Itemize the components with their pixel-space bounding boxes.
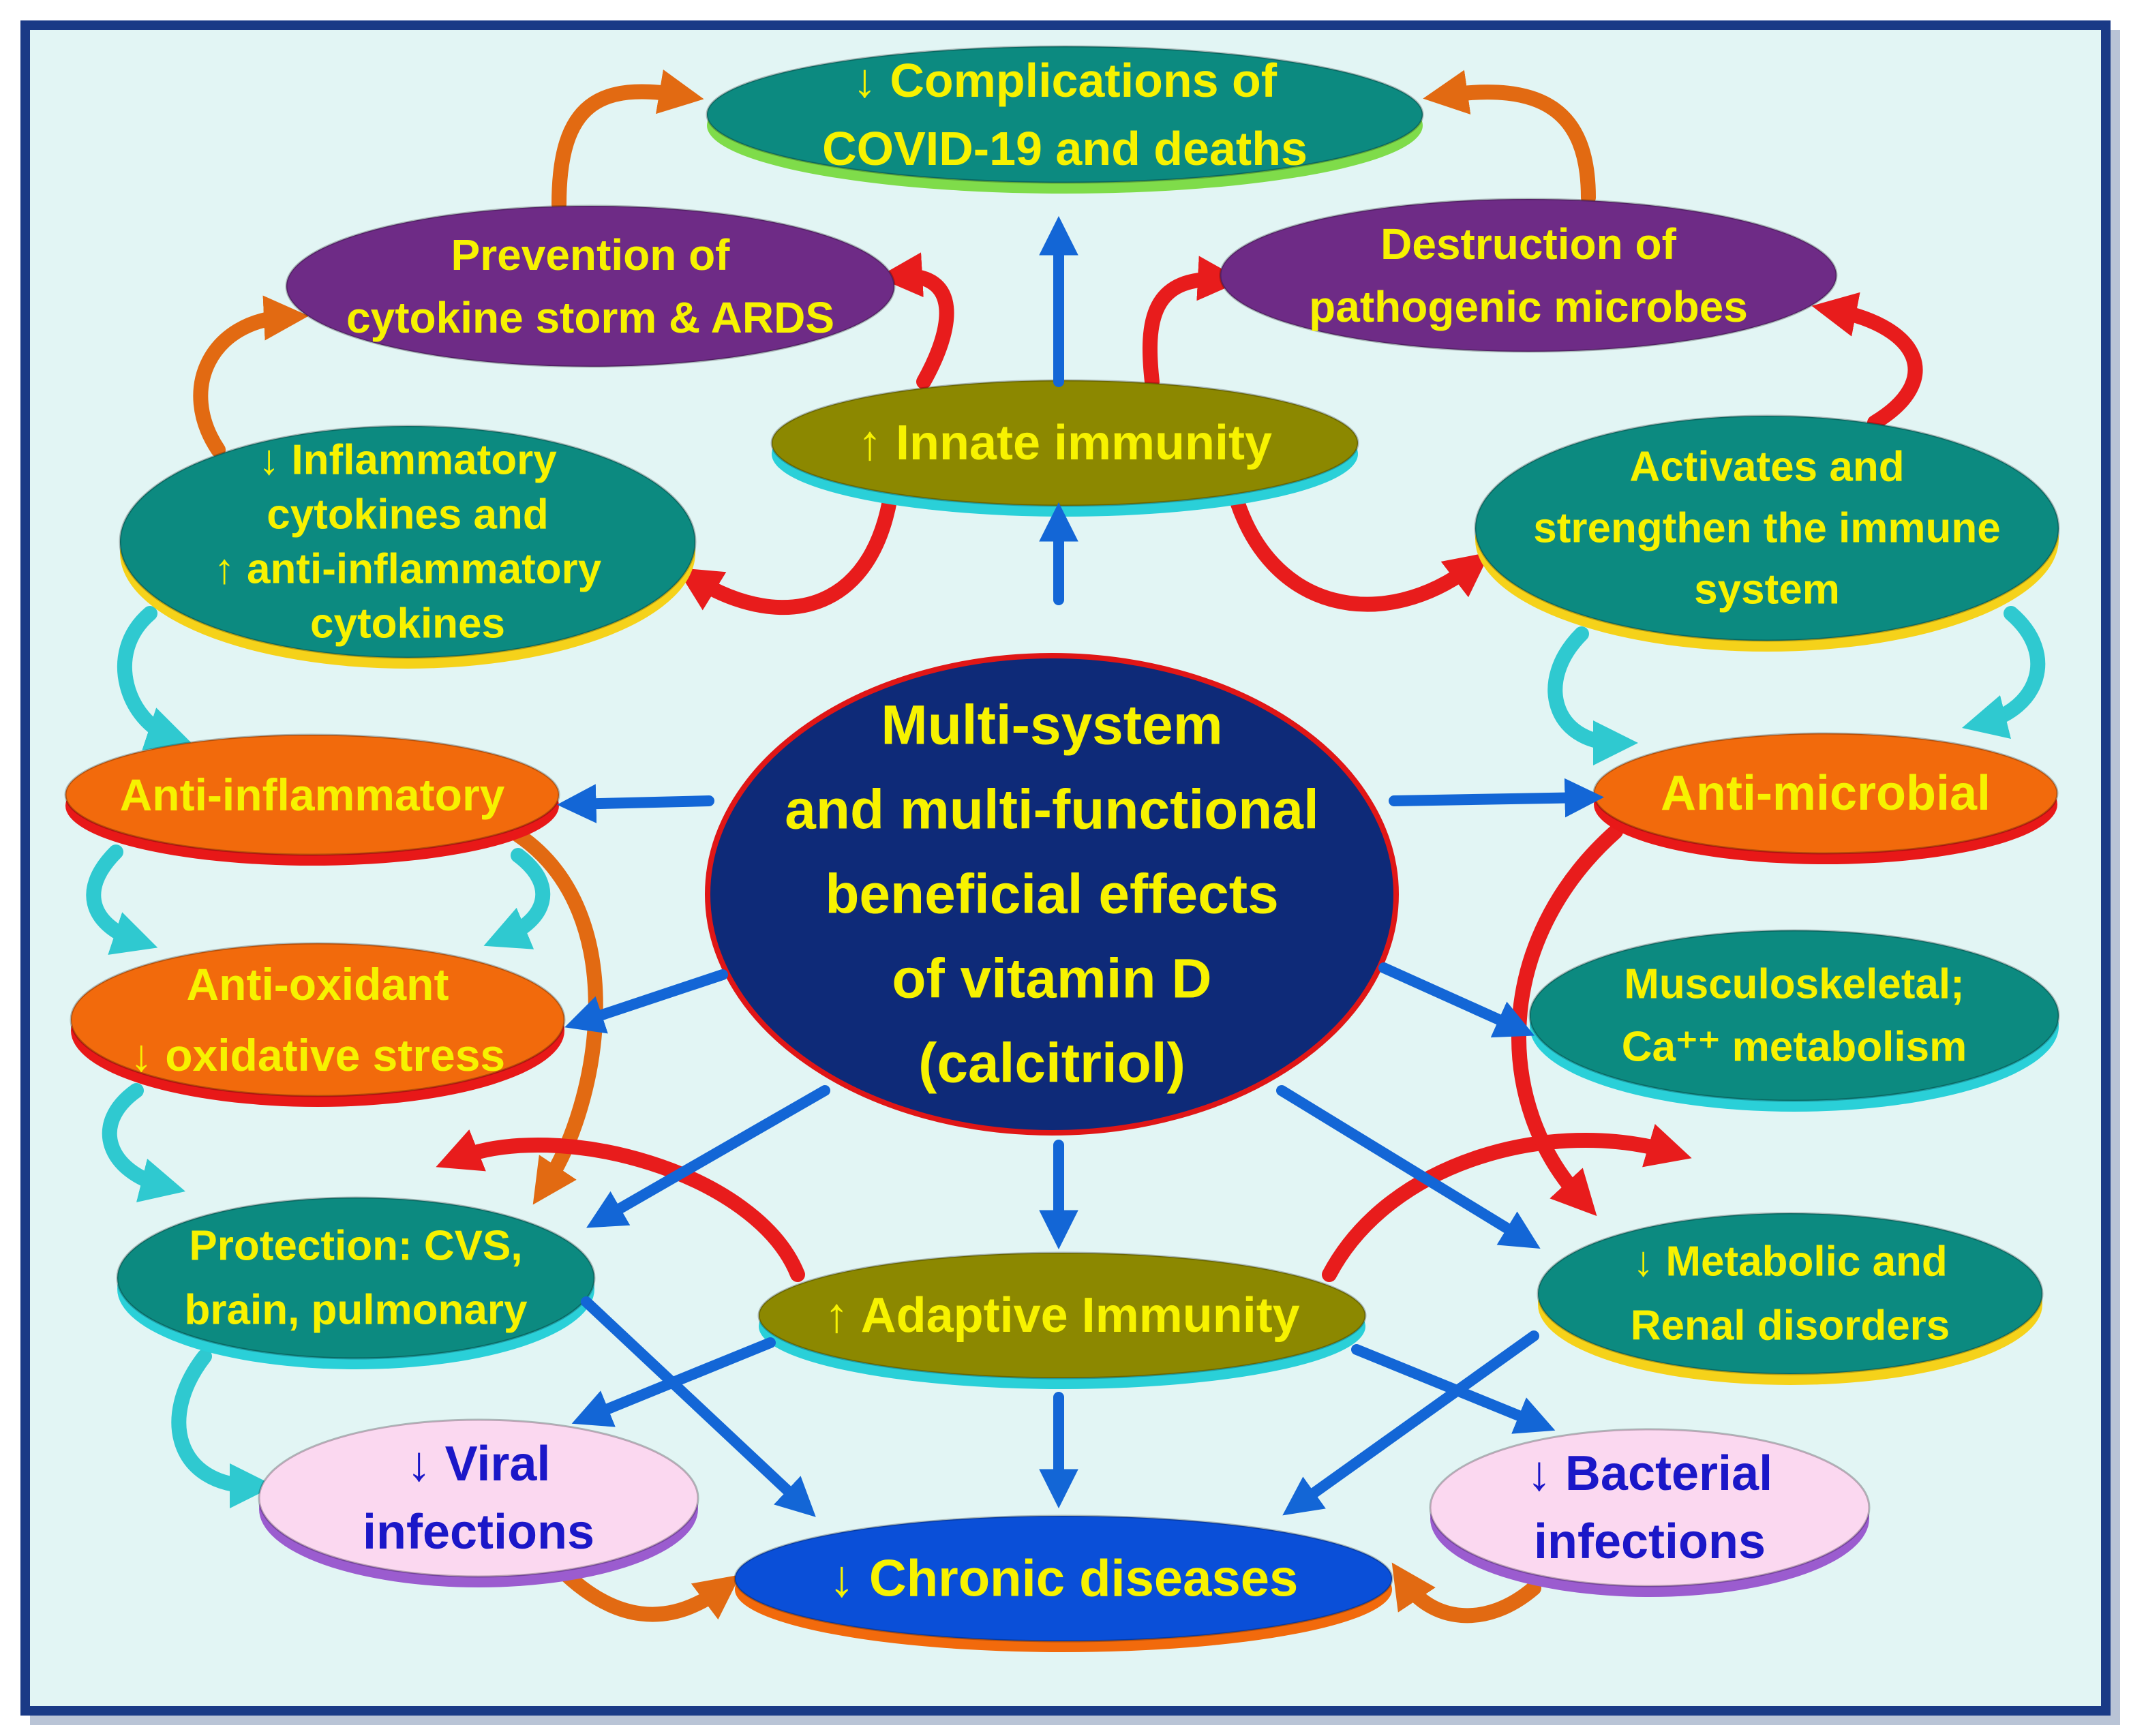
diagram-nodes: Multi-system and multi-functional benefici… — [64, 45, 2060, 1652]
connector-curve-6 — [1226, 483, 1491, 612]
node-label-line: Anti-oxidant — [187, 959, 449, 1009]
node-bacterial: ↓ Bacterial infections — [1429, 1428, 1871, 1597]
node-label-line: Renal disorders — [1631, 1303, 1950, 1350]
node-ellipse — [70, 942, 566, 1097]
node-ellipse — [705, 653, 1399, 1136]
connector-curve-8 — [1811, 292, 1923, 430]
node-ellipse — [1528, 929, 2060, 1102]
connector-curve-4 — [1142, 256, 1243, 389]
blue-arrow-3 — [556, 784, 714, 823]
node-adaptive: ↑ Adaptive Immunity — [757, 1251, 1367, 1389]
node-label-line: Activates and — [1629, 444, 1904, 491]
node-label-line: Ca⁺⁺ metabolism — [1622, 1024, 1967, 1071]
node-label-line: strengthen the immune — [1533, 505, 2001, 552]
blue-arrow-11 — [1351, 1344, 1556, 1434]
node-label-line: pathogenic microbes — [1309, 282, 1748, 331]
node-ellipse — [1474, 414, 2060, 642]
blue-arrow-5 — [564, 969, 728, 1034]
connector-curve-9 — [117, 606, 192, 750]
connector-curve-17 — [551, 1560, 741, 1622]
node-label-line: ↓ Complications of — [853, 54, 1278, 107]
connector-curve-10 — [1547, 626, 1638, 765]
node-label-line: beneficial effects — [825, 864, 1278, 926]
node-innate: ↑ Innate immunity — [770, 379, 1359, 517]
node-anti-microbial: Anti-microbial — [1592, 732, 2059, 864]
connector-curve-16 — [171, 1349, 275, 1508]
node-ellipse — [1429, 1428, 1871, 1587]
blue-arrow-6 — [1378, 962, 1535, 1038]
node-label-line: ↓ Metabolic and — [1633, 1238, 1948, 1285]
node-label-line: Anti-inflammatory — [120, 770, 505, 820]
node-anti-inflammatory: Anti-inflammatory — [64, 733, 560, 866]
node-ellipse — [706, 45, 1424, 184]
node-label-line: ↓ Inflammatory — [258, 437, 557, 484]
node-label-line: Multi-system — [881, 695, 1222, 757]
node-anti-oxidant: Anti-oxidant ↓ oxidative stress — [70, 942, 566, 1107]
blue-arrow-4 — [1389, 778, 1605, 818]
connector-curve-7 — [193, 295, 309, 457]
node-label-line: Prevention of — [451, 230, 731, 279]
connector-curve-3 — [877, 252, 954, 389]
node-label-line: Anti-microbial — [1661, 766, 1991, 821]
node-label-line: ↓ Chronic diseases — [829, 1550, 1299, 1608]
blue-arrow-7 — [586, 1085, 830, 1228]
connector-curve-20 — [1322, 1124, 1692, 1282]
node-label-line: ↑ Innate immunity — [858, 416, 1272, 470]
blue-arrow-10 — [571, 1337, 776, 1427]
node-ellipse — [734, 1514, 1393, 1643]
node-ellipse — [757, 1251, 1367, 1380]
node-ellipse — [285, 204, 896, 368]
node-ellipse — [258, 1418, 699, 1578]
node-label-line: infections — [1534, 1514, 1766, 1569]
blue-arrows — [556, 215, 1605, 1517]
node-label-line: cytokines — [310, 600, 505, 648]
blue-arrow-13 — [581, 1296, 816, 1517]
node-label-line: COVID-19 and deaths — [822, 122, 1308, 175]
node-ellipse — [1537, 1212, 2044, 1375]
node-label-line: Musculoskeletal; — [1624, 961, 1965, 1008]
node-chronic: ↓ Chronic diseases — [734, 1514, 1393, 1652]
node-destruction: Destruction of pathogenic microbes — [1219, 198, 1838, 353]
connector-curve-18 — [1391, 1562, 1541, 1624]
node-musculoskeletal: Musculoskeletal; Ca⁺⁺ metabolism — [1528, 929, 2060, 1112]
node-covid: ↓ Complications of COVID-19 and deaths — [706, 45, 1424, 194]
connector-curve-13 — [483, 848, 551, 949]
node-ellipse — [1219, 198, 1838, 353]
connector-curve-5 — [676, 470, 901, 615]
node-label-line: Protection: CVS, — [189, 1223, 522, 1270]
node-label-line: ↓ Bacterial — [1527, 1446, 1772, 1501]
node-ellipse — [119, 425, 697, 659]
node-activates: Activates and strengthen the immune system — [1474, 414, 2060, 652]
connector-curve-11 — [1961, 606, 2046, 739]
node-label-line: system — [1694, 566, 1840, 613]
node-label-line: Destruction of — [1380, 219, 1676, 269]
node-inflammatory-cytokines: ↓ Inflammatory cytokines and ↑ anti-inflam… — [119, 425, 697, 669]
node-viral: ↓ Viral infections — [258, 1418, 699, 1587]
node-label-line: brain, pulmonary — [185, 1287, 528, 1334]
node-label-line: cytokines and — [267, 491, 548, 538]
node-label-line: cytokine storm & ARDS — [346, 293, 834, 342]
node-label-line: ↑ anti-inflammatory — [214, 546, 602, 593]
connector-curve-1 — [551, 70, 704, 212]
node-center: Multi-system and multi-functional benefici… — [705, 653, 1399, 1136]
node-label-line: infections — [363, 1505, 594, 1559]
node-label-line: ↓ Viral — [407, 1437, 551, 1491]
node-label-line: and multi-functional — [785, 779, 1318, 841]
connector-curve-15 — [102, 1083, 186, 1202]
connector-curve-19 — [436, 1129, 805, 1282]
blue-arrow-14 — [1282, 1330, 1539, 1516]
node-label-line: ↓ oxidative stress — [130, 1030, 505, 1080]
node-protection: Protection: CVS, brain, pulmonary — [116, 1196, 596, 1369]
node-ellipse — [116, 1196, 596, 1360]
connector-curve-2 — [1423, 70, 1596, 205]
node-label-line: ↑ Adaptive Immunity — [824, 1288, 1299, 1343]
node-cytokine-storm: Prevention of cytokine storm & ARDS — [285, 204, 896, 368]
node-label-line: (calcitriol) — [918, 1033, 1185, 1095]
node-label-line: of vitamin D — [892, 948, 1211, 1010]
blue-arrow-8 — [1276, 1085, 1541, 1249]
connector-curve-12 — [86, 844, 158, 955]
